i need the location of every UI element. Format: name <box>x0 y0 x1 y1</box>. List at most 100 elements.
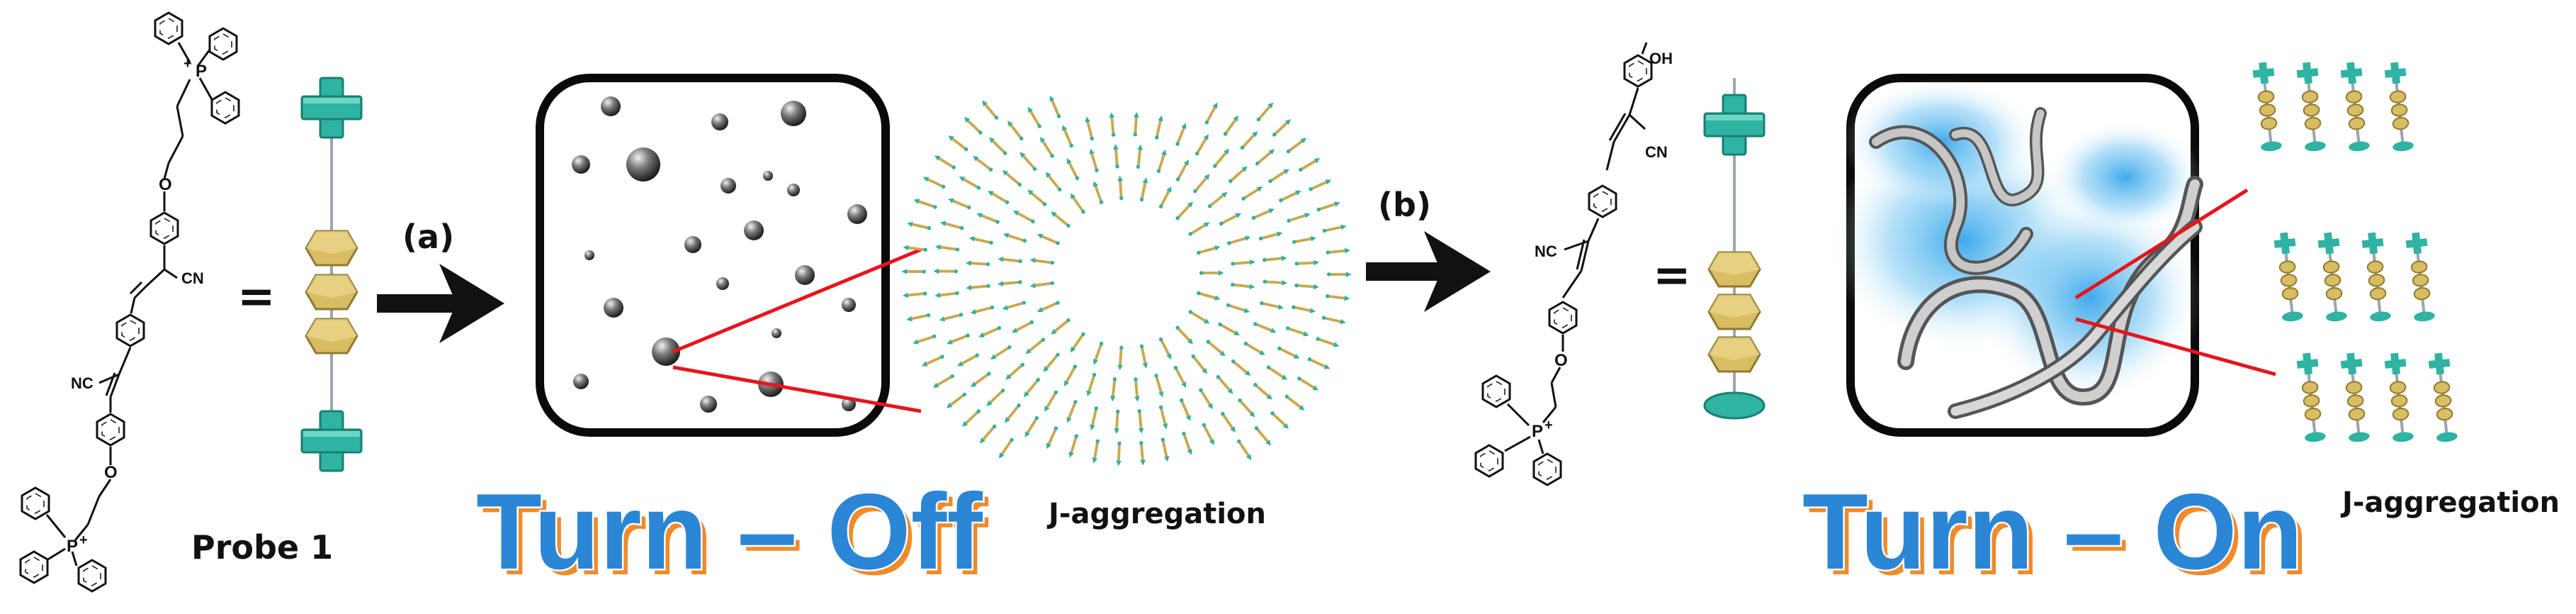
aggregate-molecule <box>1107 111 1118 139</box>
atom-o-top: O <box>159 175 172 194</box>
aggregate-molecule <box>1320 222 1349 235</box>
aggregate-molecule <box>1228 280 1257 291</box>
atom-cn-2: CN <box>1645 143 1668 161</box>
stacked-molecule <box>2340 352 2371 443</box>
atom-p-bottom: P <box>67 537 78 556</box>
aggregate-molecule <box>1283 323 1312 340</box>
aggregate-molecule <box>1137 342 1151 371</box>
aggregate-molecule <box>1158 435 1172 464</box>
aggregate-molecule <box>1188 352 1211 377</box>
aggregate-molecule <box>1028 279 1056 291</box>
aggregate-molecule <box>1228 357 1254 380</box>
turn-off-label: Turn – Off <box>476 471 983 592</box>
aggregate-molecule <box>1257 228 1285 243</box>
aggregate-molecule <box>1186 218 1213 239</box>
aggregate-molecule <box>1173 157 1193 184</box>
stacked-molecule <box>2296 352 2327 443</box>
aggregate-molecule <box>1170 363 1190 391</box>
step-b-label: (b) <box>1378 186 1431 224</box>
aggregate-molecule <box>1325 270 1353 279</box>
aggregate-molecule <box>1190 170 1214 196</box>
aggregate-molecule <box>967 369 994 391</box>
aggregate-molecule <box>1198 269 1226 277</box>
aggregate-molecule <box>1192 131 1213 158</box>
aggregate-molecule <box>1152 113 1166 142</box>
stacked-molecule <box>2405 232 2436 323</box>
aggregate-molecule <box>1282 391 1308 414</box>
aggregate-molecule <box>1234 437 1255 464</box>
aggregate-molecule <box>1253 99 1277 125</box>
aggregate-molecule <box>1284 209 1313 225</box>
aggregate-molecule <box>1042 424 1061 452</box>
aggregate-molecule <box>1156 335 1175 362</box>
atom-plus-bottom: + <box>79 532 88 548</box>
aggregate-molecule <box>1173 121 1190 148</box>
aggregate-molecule <box>985 186 1012 208</box>
atom-p-2: P <box>1532 422 1543 441</box>
aggregate-molecule <box>1010 206 1038 227</box>
aggregate-molecule <box>967 233 995 247</box>
aggregate-molecule <box>999 166 1024 189</box>
aggregate-molecule <box>1220 112 1243 139</box>
aggregate-molecule <box>1087 404 1101 432</box>
aggregate-molecule <box>1264 362 1291 384</box>
aggregate-molecule <box>1036 133 1057 161</box>
nanoparticle-box <box>536 74 890 437</box>
aggregate-molecule <box>937 310 966 325</box>
aggregate-molecule <box>964 258 992 269</box>
aggregate-molecule <box>1289 302 1318 316</box>
aggregate-molecule <box>1314 199 1343 215</box>
aggregate-molecule <box>1218 409 1239 436</box>
aggregate-molecule <box>1265 165 1292 186</box>
aggregate-molecule <box>1034 230 1062 248</box>
aggregate-molecule <box>905 219 933 233</box>
aggregate-molecule <box>1261 277 1289 288</box>
aggregate-molecule <box>1294 374 1321 394</box>
aggregate-molecule <box>1253 145 1278 169</box>
aggregate-molecule <box>1154 147 1170 176</box>
turn-on-shadow: Turn – On <box>1808 477 2309 598</box>
aggregate-molecule <box>930 371 957 392</box>
aggregate-molecule <box>968 303 996 318</box>
stacked-molecule <box>2273 232 2304 323</box>
radial-j-aggregate <box>900 93 1353 468</box>
aggregate-molecule <box>961 113 985 138</box>
aggregate-molecule <box>1009 317 1036 337</box>
aggregate-molecule <box>995 435 1017 462</box>
atom-plus-top: + <box>183 56 192 72</box>
aggregate-molecule <box>1324 246 1352 257</box>
atom-plus-2: + <box>1544 418 1553 433</box>
probe1-cartoon <box>300 77 363 472</box>
aggregate-molecule <box>1260 253 1289 264</box>
aggregate-molecule <box>900 267 928 276</box>
arrow-a <box>377 264 504 343</box>
aggregate-molecule <box>1284 134 1310 157</box>
aggregate-molecule <box>1021 413 1041 440</box>
zoom-lines-2 <box>2074 188 2276 376</box>
aggregate-molecule <box>1293 258 1321 268</box>
aggregate-molecule <box>1156 184 1175 211</box>
aggregate-molecule <box>1022 335 1048 358</box>
aggregate-molecule <box>1320 313 1348 327</box>
aggregate-molecule <box>1016 148 1040 174</box>
aggregate-molecule <box>1047 316 1073 338</box>
aggregate-molecule <box>1082 114 1097 143</box>
j-aggregation-label-2: J-aggregation <box>2340 486 2560 519</box>
aggregate-molecule <box>900 289 929 300</box>
aggregate-molecule <box>1235 396 1259 421</box>
aggregate-molecule <box>1066 190 1088 217</box>
aggregate-molecule <box>910 331 939 347</box>
aggregate-molecule <box>1039 350 1063 376</box>
aggregate-molecule <box>1216 209 1244 229</box>
aggregate-molecule <box>1293 281 1321 291</box>
aggregate-molecule <box>1305 355 1333 373</box>
aggregate-molecule <box>1115 344 1126 372</box>
lamellar-j-aggregate <box>2252 62 2458 443</box>
product-cartoon <box>1703 78 1766 420</box>
aggregate-molecule <box>995 277 1024 289</box>
aggregate-molecule <box>1241 338 1268 359</box>
aggregate-molecule <box>1276 186 1304 206</box>
aggregate-molecule <box>1000 230 1029 245</box>
aggregate-molecule <box>1194 242 1223 257</box>
